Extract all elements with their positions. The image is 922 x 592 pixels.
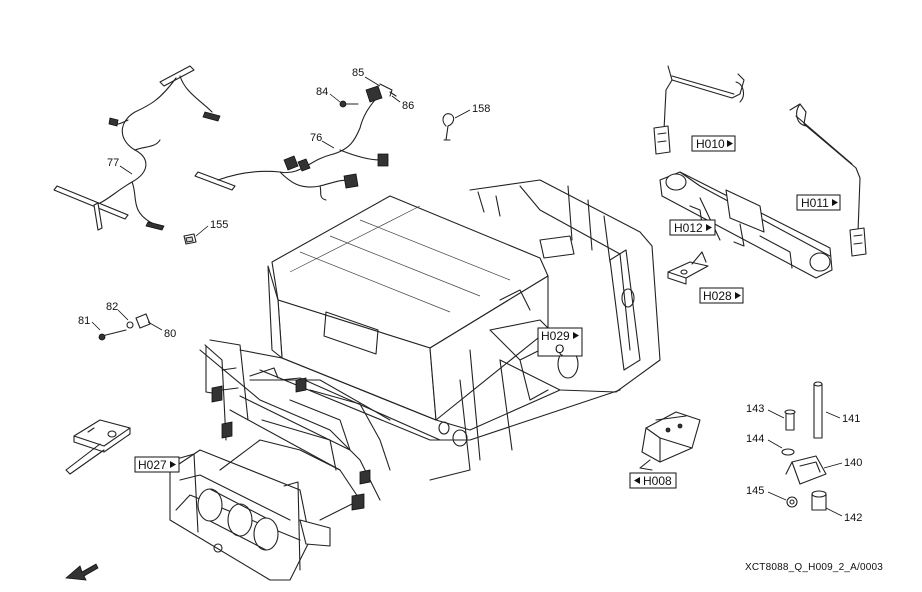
callout-76: 76 <box>310 132 322 144</box>
callout-labels: 85 84 86 158 76 77 155 82 81 80 143 141 … <box>78 67 862 524</box>
callout-82: 82 <box>106 301 118 313</box>
parts-80-81-82 <box>98 313 151 341</box>
ref-h010-label: H010 <box>696 137 725 151</box>
ref-h008[interactable]: H008 <box>629 472 677 489</box>
part-155-clip <box>183 233 197 245</box>
leader-lines <box>91 76 843 517</box>
ref-h029[interactable]: H029 Q <box>537 327 583 357</box>
callout-142: 142 <box>844 512 862 524</box>
ref-h012[interactable]: H012 <box>669 219 716 236</box>
callout-145: 145 <box>746 485 764 497</box>
parts-140-145 <box>781 381 827 511</box>
callout-140: 140 <box>844 457 862 469</box>
ref-h029-label: H029 <box>541 329 570 343</box>
bracket-h028 <box>667 251 709 285</box>
wiring-harness-76 <box>194 85 389 201</box>
ref-h029-sub: Q <box>555 342 564 356</box>
parts-84-85-86 <box>339 83 397 108</box>
callout-141: 141 <box>842 413 860 425</box>
bracket-h010 <box>653 65 745 155</box>
ref-h027[interactable]: H027 <box>134 456 180 473</box>
callout-158: 158 <box>472 103 490 115</box>
callout-86: 86 <box>402 100 414 112</box>
ref-h008-label: H008 <box>643 474 672 488</box>
callout-143: 143 <box>746 403 764 415</box>
unit-h008 <box>639 411 701 471</box>
ref-h028[interactable]: H028 <box>699 287 744 304</box>
part-158-hook <box>442 113 455 141</box>
ref-h011-label: H011 <box>801 196 829 210</box>
callout-144: 144 <box>746 433 764 445</box>
drawing-code: XCT8088_Q_H009_2_A/0003 <box>745 562 884 573</box>
ref-h027-label: H027 <box>138 458 167 472</box>
ref-h011[interactable]: H011 <box>796 194 841 211</box>
cylinder-h012 <box>659 171 833 279</box>
callout-80: 80 <box>164 328 176 340</box>
ref-h010[interactable]: H010 <box>691 135 736 152</box>
callout-85: 85 <box>352 67 364 79</box>
callout-84: 84 <box>316 86 328 98</box>
callout-155: 155 <box>210 219 228 231</box>
callout-81: 81 <box>78 315 90 327</box>
bracket-h011 <box>789 103 867 257</box>
ref-h028-label: H028 <box>703 289 732 303</box>
callout-77: 77 <box>107 157 119 169</box>
ref-h012-label: H012 <box>674 221 703 235</box>
bracket-assembly-h027 <box>65 419 131 475</box>
machine-body <box>65 179 661 581</box>
wiring-harness-77 <box>53 65 221 231</box>
